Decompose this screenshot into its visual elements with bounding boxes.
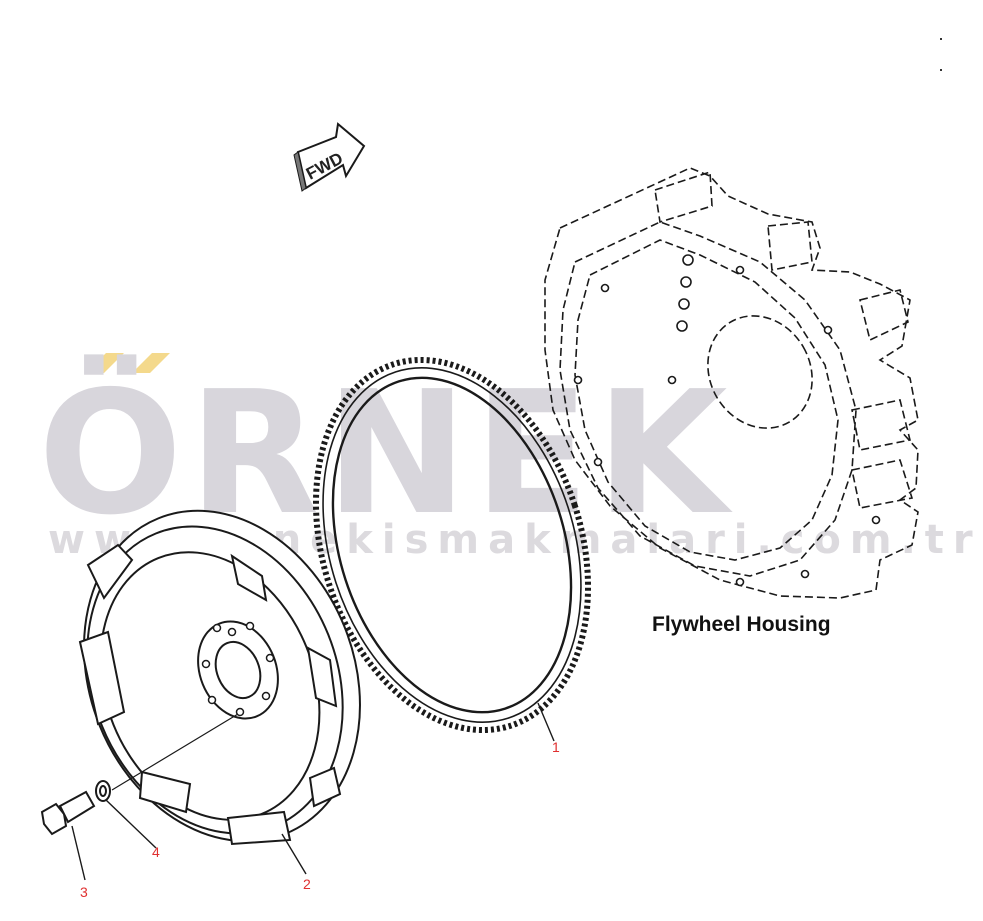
ring-gear <box>312 356 592 734</box>
flywheel <box>83 509 361 843</box>
callout-3: 3 <box>80 884 88 900</box>
bolt-icon <box>40 790 96 836</box>
washer-icon <box>95 780 111 802</box>
flywheel-bolt-holes <box>201 621 275 717</box>
corner-marks <box>940 38 942 71</box>
assembly-axis <box>111 713 239 791</box>
flywheel-counterweights <box>78 543 342 846</box>
watermark-accent-right <box>132 353 170 373</box>
housing-bolts <box>573 254 881 587</box>
callout-2: 2 <box>303 876 311 892</box>
leader-lines <box>71 702 555 881</box>
watermark-accent-left <box>86 353 124 373</box>
housing-caption: Flywheel Housing <box>652 613 831 636</box>
callout-4: 4 <box>152 844 160 860</box>
fwd-arrow-icon: FWD <box>293 122 366 192</box>
flywheel-housing <box>544 167 919 599</box>
callout-1: 1 <box>552 739 560 755</box>
